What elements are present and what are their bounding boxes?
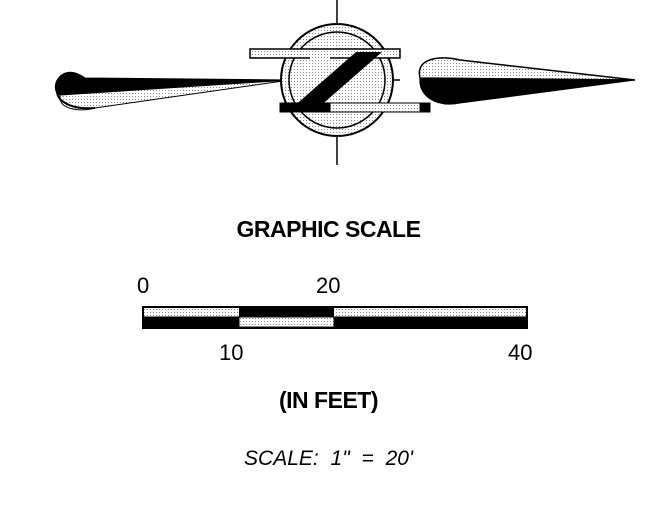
scale-segment-20-40-top	[334, 308, 526, 317]
scale-segment-20-40-bottom	[334, 317, 526, 327]
scale-tick-label-0: 0	[137, 273, 149, 298]
scale-segment-10-20-bottom	[238, 316, 335, 328]
scale-segment-0-10-bottom	[144, 317, 239, 327]
scale-segment-0-10-top	[144, 308, 239, 317]
scale-tick-label-20: 20	[316, 273, 340, 298]
scale-ratio-label: SCALE: 1" = 20'	[244, 447, 413, 470]
north-arrow-icon	[54, 0, 636, 165]
scale-segment-10-20-top	[239, 308, 334, 317]
scale-tick-label-40: 40	[508, 340, 532, 365]
graphic-scale-bar: 0 20 10 40	[137, 273, 532, 365]
scale-title: GRAPHIC SCALE	[236, 216, 421, 242]
scale-tick-label-10: 10	[219, 340, 243, 365]
scale-units-label: (IN FEET)	[279, 387, 379, 413]
